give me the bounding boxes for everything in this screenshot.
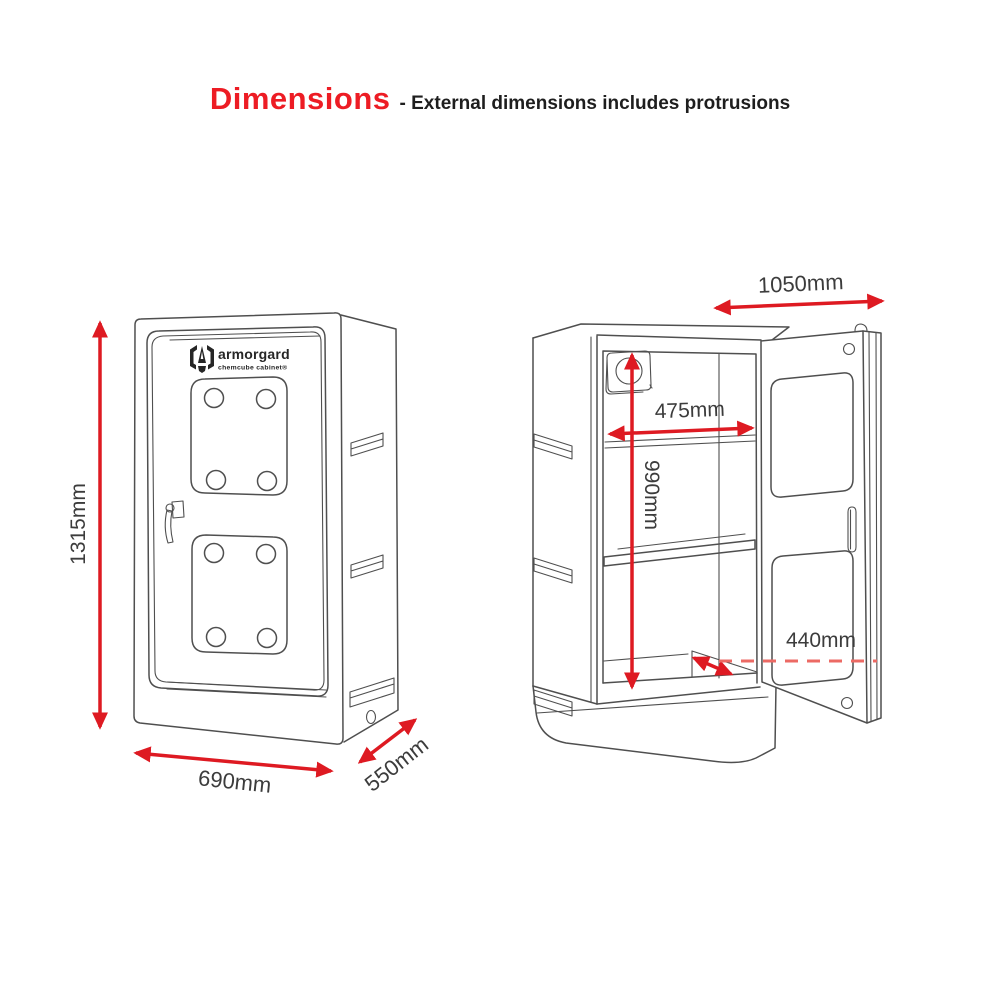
side-slot	[533, 433, 573, 460]
cabinet-side-face	[340, 314, 399, 743]
front-bottom-edge	[596, 686, 761, 705]
door-edge-band	[862, 330, 882, 724]
brand-product: chemcube cabinet®	[218, 364, 287, 372]
door-panel-lower	[191, 534, 288, 655]
door-open-width-dimension: 1050mm	[713, 269, 885, 316]
handle-lever	[164, 509, 174, 544]
door-recess-lower	[771, 550, 854, 686]
side-bottom-edge	[532, 685, 598, 705]
open-door	[760, 323, 882, 724]
door-hole	[840, 696, 854, 710]
side-slot	[533, 557, 573, 584]
cabinet-front-top	[596, 334, 762, 341]
panel-hole	[256, 627, 278, 649]
vent	[605, 350, 653, 395]
sump-lip	[602, 672, 758, 684]
door-open-width-arrow	[713, 293, 885, 316]
height-label: 1315mm	[67, 483, 90, 565]
subtitle-text: - External dimensions includes protrusio…	[399, 93, 791, 114]
side-slot	[350, 554, 384, 579]
internal-width-dimension: 475mm	[607, 398, 755, 442]
door-edge-line	[868, 331, 878, 722]
base-slot	[533, 689, 573, 717]
door-recess-upper	[770, 372, 854, 498]
panel-hole	[255, 543, 277, 565]
closed-cabinet-view: armorgard chemcube cabinet® 1315mm 690mm	[67, 312, 433, 798]
door-open-width-label: 1050mm	[757, 269, 844, 298]
hinge-pin	[854, 323, 868, 332]
sump	[602, 650, 758, 684]
hanging-rail	[604, 434, 756, 449]
width-dimension: 690mm	[133, 746, 334, 798]
vent-outline	[606, 350, 652, 393]
title-text: Dimensions	[209, 81, 391, 116]
internal-depth-label: 440mm	[786, 629, 856, 652]
internal-width-label: 475mm	[654, 398, 725, 423]
door-panel-upper	[190, 376, 288, 496]
depth-label: 550mm	[360, 732, 433, 797]
panel-hole	[205, 469, 227, 491]
height-dimension: 1315mm	[67, 320, 109, 730]
open-cabinet-view: 1050mm 990mm 475mm 440mm	[532, 269, 885, 764]
shelf-back-edge	[617, 533, 746, 550]
panel-hole	[255, 388, 277, 410]
vent-outline-offset	[605, 359, 653, 395]
logo-mark-icon	[190, 345, 197, 370]
logo-mark-icon	[207, 345, 214, 370]
cabinet-top-edge	[532, 323, 790, 341]
handle-pivot	[165, 503, 175, 513]
logo-mark-cut	[200, 351, 204, 359]
door-hole	[842, 342, 856, 356]
internal-height-label: 990mm	[640, 460, 663, 530]
door-bottom-trim	[166, 681, 327, 698]
door-face	[760, 330, 868, 724]
base-top-line	[536, 696, 769, 714]
side-slot	[349, 677, 395, 708]
page-title: Dimensions - External dimensions include…	[0, 81, 1000, 117]
door-handle	[164, 500, 185, 544]
panel-hole	[256, 470, 278, 492]
depth-arrow	[357, 718, 418, 764]
width-arrow	[133, 746, 334, 778]
shelf	[603, 533, 756, 567]
cabinet-front-face	[133, 312, 344, 745]
handle-plate	[171, 500, 185, 519]
drain-plug	[365, 709, 377, 725]
armorgard-logo: armorgard chemcube cabinet®	[190, 345, 290, 373]
panel-hole	[205, 626, 227, 648]
base-plinth	[532, 684, 777, 764]
brand-name: armorgard	[218, 346, 290, 362]
door-top-trim	[169, 335, 321, 341]
panel-hole	[203, 542, 225, 564]
internal-depth-arrow	[691, 656, 734, 676]
vent-fan	[615, 357, 643, 385]
door-handle-slot	[847, 506, 857, 553]
base-outline	[532, 684, 777, 764]
shelf-front-edge	[603, 539, 756, 567]
side-slot	[350, 432, 384, 457]
internal-height-dimension: 990mm	[623, 352, 663, 690]
depth-dimension: 550mm	[357, 718, 433, 797]
sump-floor-edge	[603, 653, 689, 662]
internal-width-arrow	[607, 420, 755, 442]
width-label: 690mm	[197, 765, 273, 798]
panel-hole	[203, 387, 225, 409]
internal-depth-dimension: 440mm	[691, 629, 877, 676]
logo-mark-icon	[198, 366, 206, 373]
